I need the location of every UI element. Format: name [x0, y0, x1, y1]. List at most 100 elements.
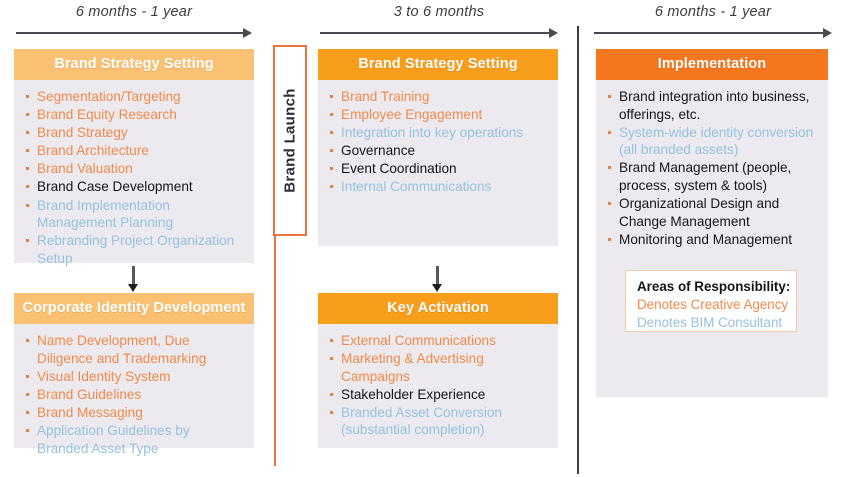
card-body: External Communications Marketing & Adve…: [318, 324, 558, 450]
timeline-phase-two: 3 to 6 months: [320, 4, 558, 48]
bullet-icon: [330, 167, 333, 171]
list-item: Brand Equity Research: [24, 106, 244, 124]
bullet-icon: [26, 339, 29, 342]
arrow-shaft: [132, 266, 135, 285]
bullet-list: External Communications Marketing & Adve…: [328, 332, 548, 439]
bullet-list: Brand Training Employee Engagement Integ…: [328, 88, 548, 196]
card-body: Brand integration into business, offerin…: [596, 80, 828, 259]
list-item-label: Brand Training: [341, 89, 430, 104]
bullet-icon: [608, 95, 611, 98]
list-item: Monitoring and Management: [606, 231, 818, 249]
arrow-right-icon: [243, 27, 252, 38]
list-item: Brand Implementation Management Planning: [24, 197, 244, 232]
list-item: System-wide identity conversion (all bra…: [606, 124, 818, 159]
timeline-line: [594, 32, 825, 34]
bullet-icon: [608, 166, 611, 170]
card-title: Brand Strategy Setting: [14, 49, 254, 80]
timeline-phase-three: 6 months - 1 year: [594, 4, 832, 48]
bullet-icon: [26, 392, 29, 396]
bullet-icon: [26, 149, 29, 153]
card-key-activation[interactable]: Key Activation External Communications M…: [318, 293, 558, 448]
list-item-label: Segmentation/Targeting: [37, 89, 181, 104]
bullet-icon: [26, 95, 29, 98]
list-item-label: Brand Strategy: [37, 125, 128, 141]
list-item-label: Rebranding Project Organization Setup: [37, 233, 235, 266]
list-item-label: Branded Asset Conversion (substantial co…: [341, 404, 502, 438]
list-item: Marketing & Advertising Campaigns: [328, 350, 548, 385]
list-item-label: Name Development, Due Diligence and Trad…: [37, 333, 207, 366]
card-brand-strategy-setting-phase-two[interactable]: Brand Strategy Setting Brand Training Em…: [318, 49, 558, 246]
connector-arrow-down-phase-two: [432, 266, 443, 292]
timeline-phase-one: 6 months - 1 year: [16, 4, 252, 48]
bullet-icon: [330, 410, 333, 414]
card-implementation[interactable]: Implementation Brand integration into bu…: [596, 49, 828, 397]
list-item: Stakeholder Experience: [328, 386, 548, 404]
list-item-label: System-wide identity conversion (all bra…: [619, 124, 814, 158]
list-item-label: Brand Management (people, process, syste…: [619, 160, 792, 193]
list-item-label: Brand Messaging: [37, 404, 143, 420]
list-item: Branded Asset Conversion (substantial co…: [328, 404, 548, 439]
timeline-label: 6 months - 1 year: [75, 4, 193, 20]
bullet-icon: [330, 392, 333, 396]
list-item: Internal Communications: [328, 178, 548, 196]
list-item-label: Employee Engagement: [341, 107, 483, 123]
bullet-icon: [26, 185, 29, 189]
timeline-label: 3 to 6 months: [393, 4, 485, 20]
section-divider: [577, 26, 579, 474]
list-item-label: Stakeholder Experience: [341, 386, 486, 402]
bullet-icon: [26, 131, 29, 135]
list-item: Rebranding Project Organization Setup: [24, 232, 244, 267]
bullet-icon: [608, 130, 611, 134]
legend-item-creative-agency: Denotes Creative Agency: [637, 297, 789, 312]
card-corporate-identity-development[interactable]: Corporate Identity Development Name Deve…: [14, 293, 254, 456]
bullet-icon: [330, 113, 333, 117]
list-item: Brand Valuation: [24, 160, 244, 178]
list-item: Brand Strategy: [24, 124, 244, 142]
list-item-label: Application Guidelines by Branded Asset …: [37, 422, 190, 456]
bullet-icon: [330, 131, 333, 135]
list-item-label: Internal Communications: [341, 179, 492, 195]
list-item: Integration into key operations: [328, 124, 548, 142]
bullet-icon: [26, 167, 29, 171]
list-item: External Communications: [328, 332, 548, 350]
list-item-label: Governance: [341, 143, 416, 159]
card-body: Segmentation/Targeting Brand Equity Rese…: [14, 80, 254, 278]
list-item-label: Brand integration into business, offerin…: [619, 89, 810, 122]
brand-launch-guide-line: [274, 236, 276, 466]
list-item-label: Brand Architecture: [37, 143, 149, 159]
list-item: Name Development, Due Diligence and Trad…: [24, 332, 244, 367]
legend-title: Areas of Responsibility:: [637, 279, 791, 294]
brand-launch-callout[interactable]: Brand Launch: [273, 45, 307, 236]
connector-arrow-down-phase-one: [128, 266, 139, 292]
card-body: Brand Training Employee Engagement Integ…: [318, 80, 558, 207]
arrow-shaft: [436, 266, 439, 285]
bullet-icon: [26, 428, 29, 432]
list-item-label: Monitoring and Management: [619, 231, 793, 247]
bullet-list: Segmentation/Targeting Brand Equity Rese…: [24, 88, 244, 267]
timeline-line: [16, 32, 245, 34]
bullet-icon: [330, 149, 333, 153]
list-item-label: Organizational Design and Change Managem…: [619, 196, 780, 229]
list-item-label: Brand Case Development: [37, 179, 193, 195]
list-item-label: Event Coordination: [341, 161, 457, 177]
card-title: Implementation: [596, 49, 828, 80]
bullet-icon: [26, 374, 29, 378]
bullet-icon: [26, 203, 29, 207]
list-item: Brand Management (people, process, syste…: [606, 159, 818, 194]
timeline-label: 6 months - 1 year: [654, 4, 772, 20]
list-item: Employee Engagement: [328, 106, 548, 124]
list-item: Brand Training: [328, 88, 548, 106]
list-item-label: Brand Implementation Management Planning: [37, 197, 174, 231]
bullet-icon: [608, 202, 611, 206]
bullet-icon: [608, 237, 611, 241]
bullet-icon: [330, 185, 333, 189]
card-brand-strategy-setting-phase-one[interactable]: Brand Strategy Setting Segmentation/Targ…: [14, 49, 254, 266]
bullet-icon: [26, 410, 29, 414]
list-item: Brand integration into business, offerin…: [606, 88, 818, 123]
list-item: Event Coordination: [328, 160, 548, 178]
list-item: Organizational Design and Change Managem…: [606, 195, 818, 230]
bullet-icon: [330, 95, 333, 98]
legend-item-bim-consultant: Denotes BIM Consultant: [637, 315, 783, 330]
brand-launch-label: Brand Launch: [281, 88, 299, 193]
